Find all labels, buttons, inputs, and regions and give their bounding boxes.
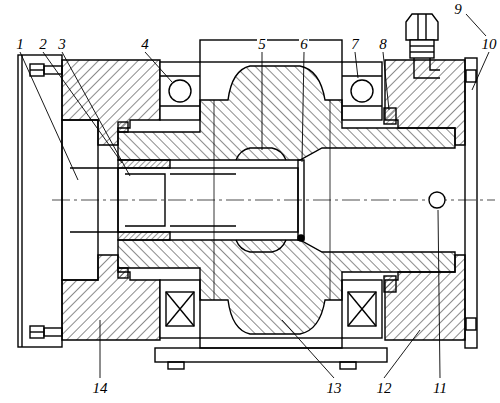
seal	[118, 122, 128, 132]
hollow-shaft	[118, 66, 455, 160]
callout-number: 10	[481, 37, 498, 52]
callout-number: 1	[15, 37, 25, 52]
shaft-step	[170, 225, 236, 226]
seal	[118, 268, 128, 278]
bolt	[466, 70, 476, 82]
base-plate	[155, 348, 387, 362]
callout-number: 9	[453, 2, 463, 17]
callout-number: 11	[432, 381, 448, 396]
sleeve	[118, 160, 170, 168]
bolt-head	[168, 362, 356, 369]
spline	[236, 148, 286, 160]
callout-number: 5	[257, 37, 267, 52]
ring-section	[298, 235, 304, 241]
ball-bearing	[342, 62, 382, 120]
end-cover	[465, 58, 477, 348]
bolt	[30, 326, 62, 338]
gear-housing	[200, 338, 342, 348]
sleeve	[118, 232, 170, 240]
oil-hole	[429, 192, 445, 208]
hollow-shaft	[118, 240, 455, 334]
bolt	[30, 64, 62, 76]
callout-number: 6	[299, 37, 309, 52]
ball-bearing	[160, 62, 200, 120]
plate-edge	[21, 55, 22, 347]
bolt	[466, 318, 476, 330]
callout-number: 12	[376, 381, 393, 396]
callout-number: 7	[350, 37, 360, 52]
callout-number: 4	[140, 37, 150, 52]
pipe-fitting	[406, 14, 440, 78]
leader-lines	[20, 14, 489, 378]
callout-number: 13	[326, 381, 343, 396]
callout-number: 8	[378, 37, 388, 52]
gear-housing	[200, 40, 342, 62]
callout-number: 3	[57, 37, 67, 52]
callout-number: 2	[38, 37, 48, 52]
roller-bearing	[160, 280, 200, 338]
shaft-step	[170, 173, 236, 174]
spline	[236, 240, 286, 252]
mounting-plate	[18, 55, 62, 347]
roller-bearing	[342, 280, 382, 338]
callout-number: 14	[92, 381, 109, 396]
